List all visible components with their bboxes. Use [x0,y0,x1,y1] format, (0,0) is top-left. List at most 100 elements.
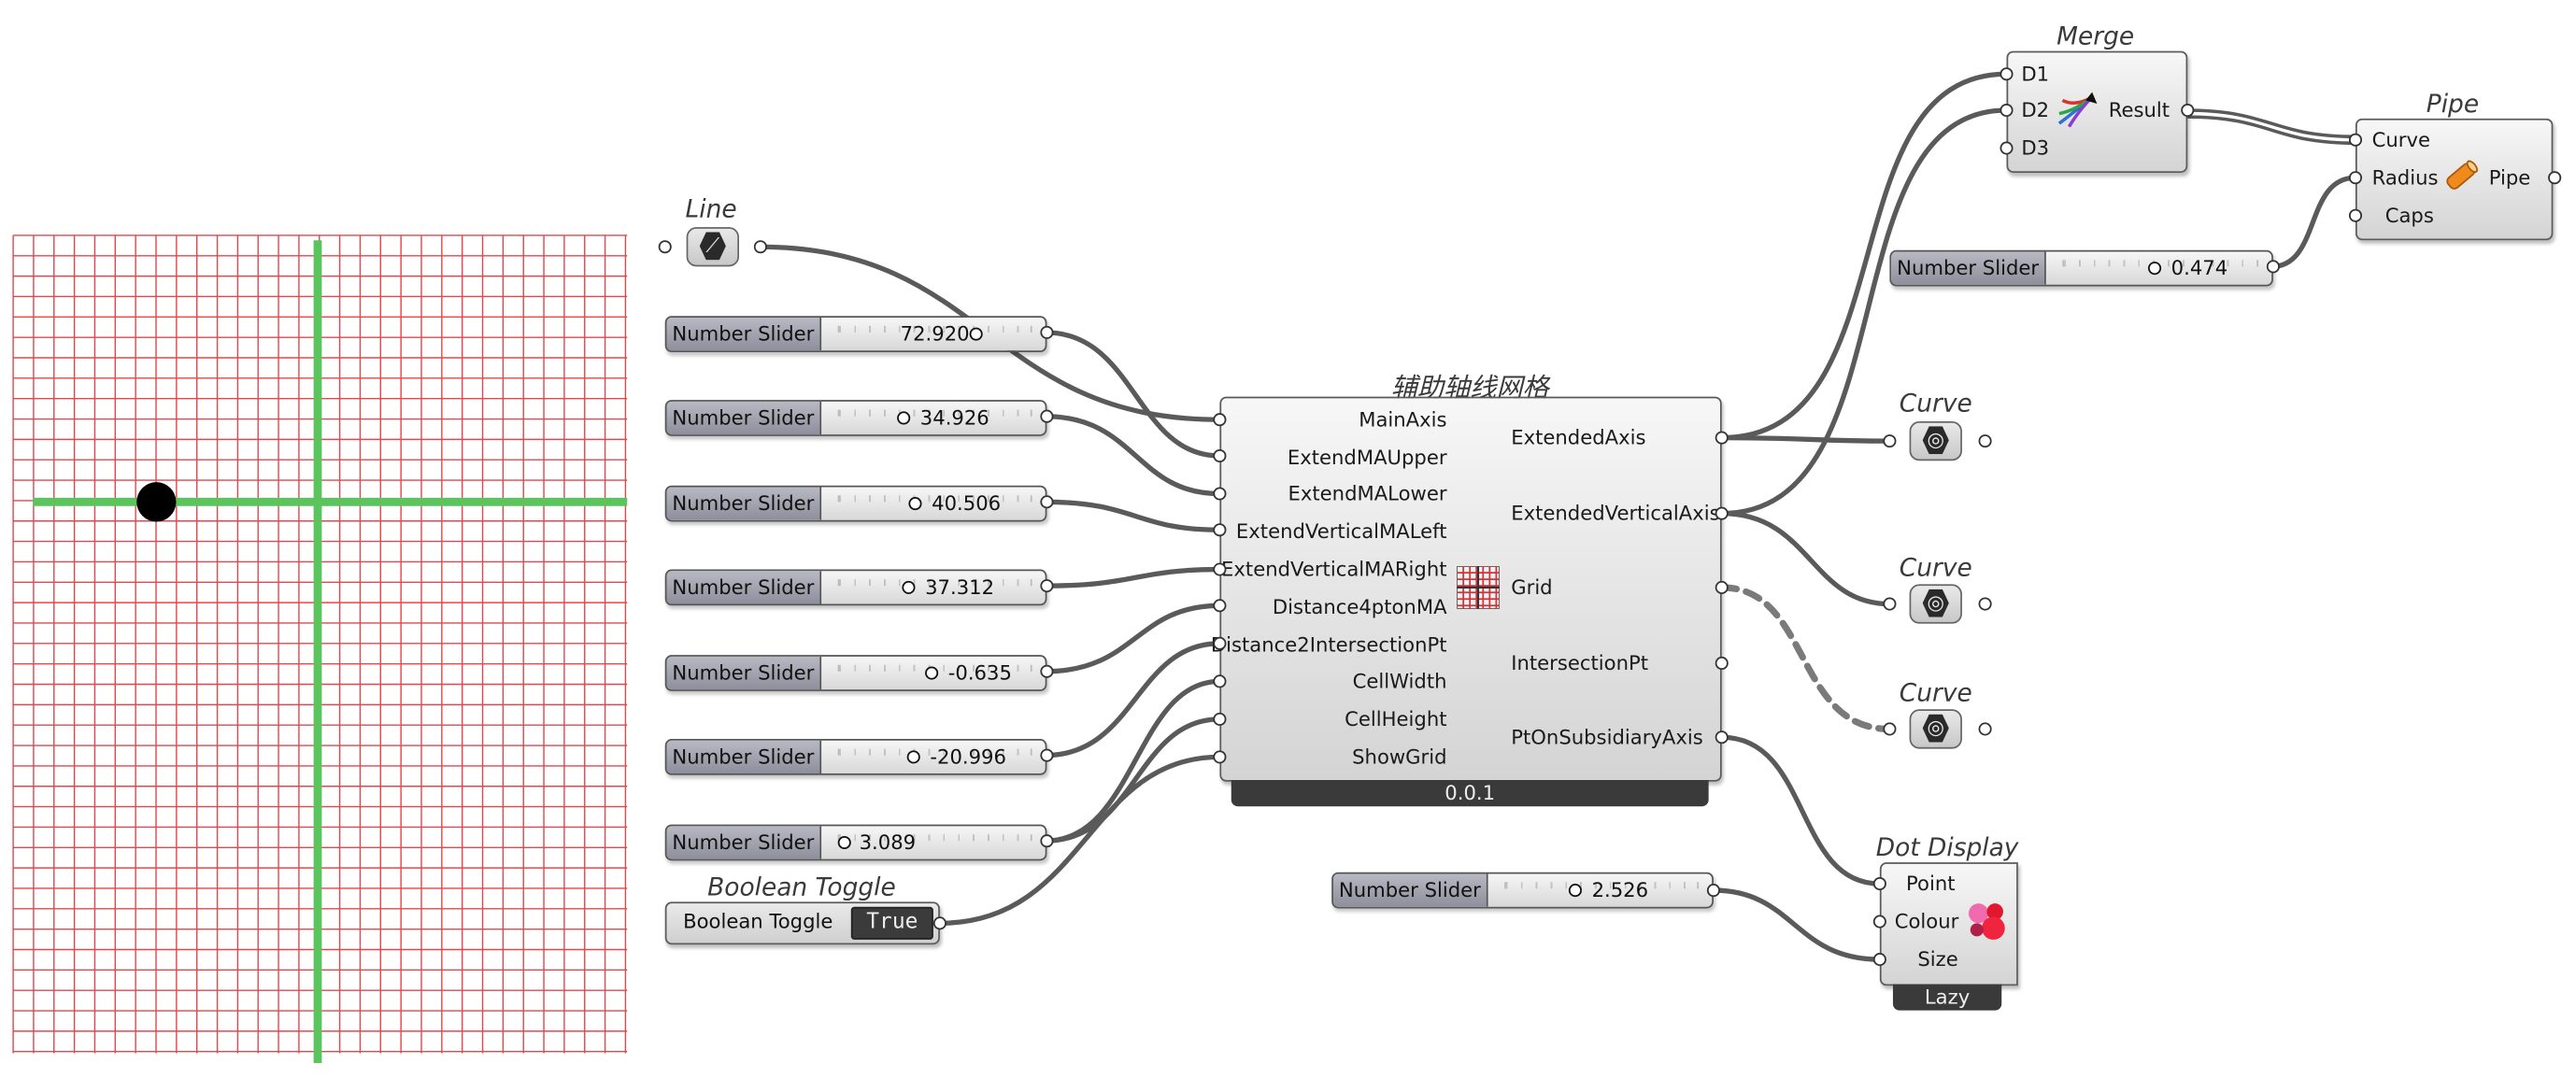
slider-label: Number Slider [666,656,822,690]
port-in-cellwidth[interactable] [1213,674,1227,688]
number-slider-3[interactable]: Number Slider 40.506 [664,485,1047,522]
port-out-extendedverticalaxis[interactable] [1715,506,1729,520]
pipe-input-caps: Caps [2384,204,2434,228]
pipe-port-out-pipe[interactable] [2548,171,2562,185]
slider-2-output-port[interactable] [1040,409,1054,423]
slider-value: 37.312 [925,575,995,600]
merge-port-out-result[interactable] [2181,103,2195,118]
port-out-grid[interactable] [1715,580,1729,594]
merge-port-in-d1[interactable] [2000,67,2014,81]
slider-knob[interactable] [897,411,911,425]
boolean-toggle-title: Boolean Toggle [707,872,896,902]
slider-knob[interactable] [902,580,916,594]
port-out-ptonsubsidiaryaxis[interactable] [1715,730,1729,745]
slider-4-output-port[interactable] [1040,579,1054,593]
slider-knob[interactable] [908,497,922,511]
slider-knob[interactable] [969,327,983,341]
pipe-output-pipe: Pipe [2488,165,2531,190]
slider-knob[interactable] [1568,884,1582,898]
grid-icon [1457,566,1500,609]
port-in-mainaxis[interactable] [1213,413,1227,427]
port-in-cellheight[interactable] [1213,712,1227,726]
input-extendverticalmaleft: ExtendVerticalMALeft [1235,519,1447,544]
curve-3-input-port[interactable] [1883,722,1897,736]
curve-1-component[interactable]: ◎ [1909,420,1962,461]
slider-value: 0.474 [2170,256,2228,280]
number-slider-4[interactable]: Number Slider 37.312 [664,569,1047,606]
port-in-extendverticalmaleft[interactable] [1213,523,1227,537]
merge-port-in-d2[interactable] [2000,103,2014,118]
number-slider-7[interactable]: Number Slider 3.089 [664,824,1047,861]
merge-title: Merge [2057,21,2135,51]
number-slider-dot-size[interactable]: Number Slider 2.526 [1331,872,1714,909]
output-intersectionpt: IntersectionPt [1511,651,1649,675]
boolean-toggle-label: Boolean Toggle [683,910,833,933]
number-slider-1[interactable]: Number Slider 72.920 [664,316,1047,353]
dot-input-colour: Colour [1894,910,1959,933]
curve-2-output-port[interactable] [1978,597,1992,611]
curve-2-input-port[interactable] [1883,597,1897,611]
slider-knob[interactable] [2148,262,2162,276]
dot-port-in-colour[interactable] [1872,915,1886,929]
pipe-port-in-radius[interactable] [2348,171,2363,185]
wire-slider7a [1043,678,1223,844]
main-component-version: 0.0.1 [1231,780,1709,807]
port-in-extendmaupper[interactable] [1213,448,1227,463]
line-input-port[interactable] [658,240,672,254]
port-in-extendverticalmaright[interactable] [1213,562,1227,576]
line-output-port[interactable] [753,240,767,254]
port-in-distance4ptonma[interactable] [1213,599,1227,613]
port-in-showgrid[interactable] [1213,750,1227,764]
slider-7-output-port[interactable] [1040,834,1054,848]
number-slider-pipe-radius[interactable]: Number Slider 0.474 [1889,249,2273,287]
line-glyph: ⟋ [705,234,720,257]
number-slider-5[interactable]: Number Slider -0.635 [664,655,1047,691]
wire-extended-axis-curve [1719,434,1893,444]
dot-port-in-size[interactable] [1872,953,1886,967]
slider-value: 40.506 [932,491,1002,516]
curve-glyph: ◎ [1927,428,1944,451]
boolean-toggle-value[interactable]: True [850,906,933,940]
slider-3-output-port[interactable] [1040,495,1054,509]
slider-knob[interactable] [837,835,851,850]
curve-3-output-port[interactable] [1978,722,1992,736]
slider-label: Number Slider [1332,873,1488,907]
slider-knob[interactable] [906,750,920,764]
port-out-extendedaxis[interactable] [1715,431,1729,445]
number-slider-2[interactable]: Number Slider 34.926 [664,400,1047,436]
pipe-title: Pipe [2426,89,2480,119]
port-in-distance2intersectionpt[interactable] [1213,636,1227,650]
wire-slider3 [1043,499,1223,532]
curve-1-output-port[interactable] [1978,434,1992,448]
slider-6-output-port[interactable] [1040,748,1054,762]
dot-slider-output-port[interactable] [1706,884,1720,898]
merge-icon [2057,92,2098,128]
slider-track [837,325,1032,333]
dot-port-in-point[interactable] [1872,876,1886,891]
slider-value: 72.920 [900,322,970,346]
slider-knob[interactable] [925,666,939,680]
wire-vertical-axis-merge [1719,107,2010,517]
slider-track [1504,882,1700,889]
pipe-port-in-curve[interactable] [2348,133,2363,147]
curve-glyph: ◎ [1927,590,1944,615]
dot-display-title: Dot Display [1875,832,2019,863]
curve-2-title: Curve [1899,552,1972,583]
number-slider-6[interactable]: Number Slider -20.996 [664,739,1047,775]
port-out-intersectionpt[interactable] [1715,656,1729,671]
line-component[interactable]: ⟋ [686,227,740,267]
curve-2-component[interactable]: ◎ [1909,584,1962,624]
pipe-slider-output-port[interactable] [2266,260,2280,274]
pipe-port-in-caps[interactable] [2348,208,2363,222]
curve-3-component[interactable]: ◎ [1909,709,1962,749]
slider-5-output-port[interactable] [1040,664,1054,678]
curve-glyph: ◎ [1927,716,1944,740]
merge-port-in-d3[interactable] [2000,141,2014,155]
boolean-toggle[interactable]: Boolean Toggle True [664,901,940,945]
wire-slider-size [1711,887,1883,962]
boolean-toggle-output-port[interactable] [932,916,946,930]
port-in-extendmalower[interactable] [1213,487,1227,501]
curve-1-input-port[interactable] [1883,434,1897,448]
slider-1-output-port[interactable] [1040,325,1054,339]
